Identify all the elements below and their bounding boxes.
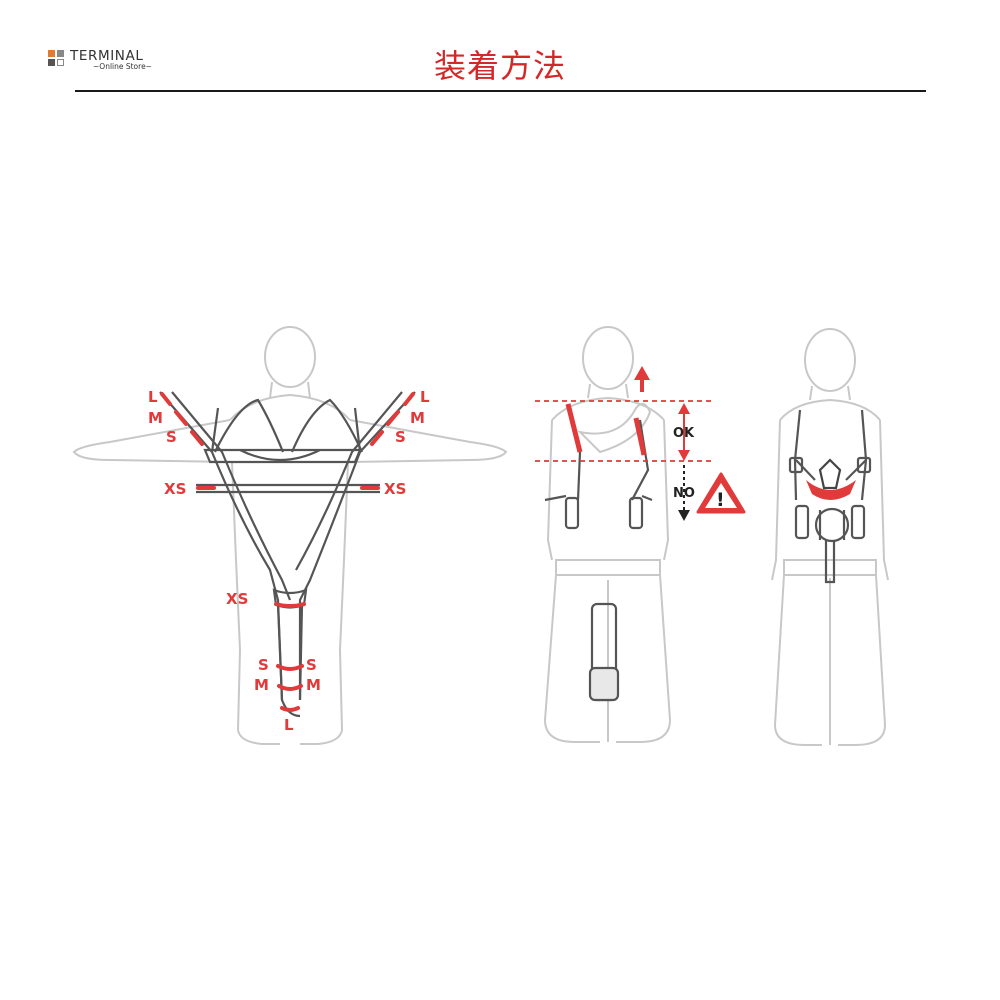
size-adjust-markers bbox=[160, 392, 415, 712]
page-title: 装着方法 bbox=[433, 47, 566, 85]
ok-arrow-up-icon bbox=[678, 403, 690, 414]
size-label-left-m: M bbox=[148, 409, 163, 427]
size-label-right-l: L bbox=[420, 388, 430, 406]
size-label-leg-xs: XS bbox=[226, 590, 248, 608]
figure-back-view: L M S L M S XS XS XS S S M M L bbox=[72, 326, 508, 745]
carabiner-icon bbox=[818, 458, 842, 490]
logo-subtext: ~Online Store~ bbox=[93, 62, 152, 71]
arrow-up-icon bbox=[634, 366, 650, 380]
ok-arrow-down-icon bbox=[678, 450, 690, 461]
size-label-leg-m-left: M bbox=[254, 676, 269, 694]
figure-fitted-front bbox=[771, 328, 889, 746]
size-label-leg-m-right: M bbox=[306, 676, 321, 694]
size-label-right-m: M bbox=[410, 409, 425, 427]
size-label-right-s: S bbox=[395, 428, 406, 446]
no-label: NO bbox=[673, 486, 695, 501]
size-label-right-xs: XS bbox=[384, 480, 406, 498]
size-label-leg-l: L bbox=[284, 716, 294, 734]
person-front-outline bbox=[543, 326, 672, 743]
header-divider bbox=[75, 90, 926, 92]
person-back-outline bbox=[72, 326, 508, 745]
size-label-left-s: S bbox=[166, 428, 177, 446]
ok-label: OK bbox=[673, 426, 695, 441]
person-fitted-outline bbox=[771, 328, 889, 746]
size-label-left-l: L bbox=[148, 388, 158, 406]
warning-icon: ! bbox=[696, 472, 746, 514]
fitted-chest-pad bbox=[806, 480, 856, 500]
chest-strap-highlight-right bbox=[633, 417, 647, 456]
fitted-harness-straps bbox=[788, 409, 872, 584]
store-logo[interactable]: TERMINAL ~Online Store~ bbox=[48, 48, 188, 73]
chest-strap-highlight bbox=[565, 403, 583, 453]
figure-height-check: OK NO ! bbox=[535, 326, 746, 743]
no-arrow-down-icon bbox=[678, 510, 690, 521]
logo-squares-icon bbox=[48, 50, 66, 68]
harness-front-straps bbox=[544, 403, 653, 702]
size-label-leg-s-right: S bbox=[306, 656, 317, 674]
warning-symbol: ! bbox=[716, 489, 725, 511]
size-label-left-xs: XS bbox=[164, 480, 186, 498]
size-label-leg-s-left: S bbox=[258, 656, 269, 674]
logo-wordmark: TERMINAL bbox=[70, 48, 144, 64]
